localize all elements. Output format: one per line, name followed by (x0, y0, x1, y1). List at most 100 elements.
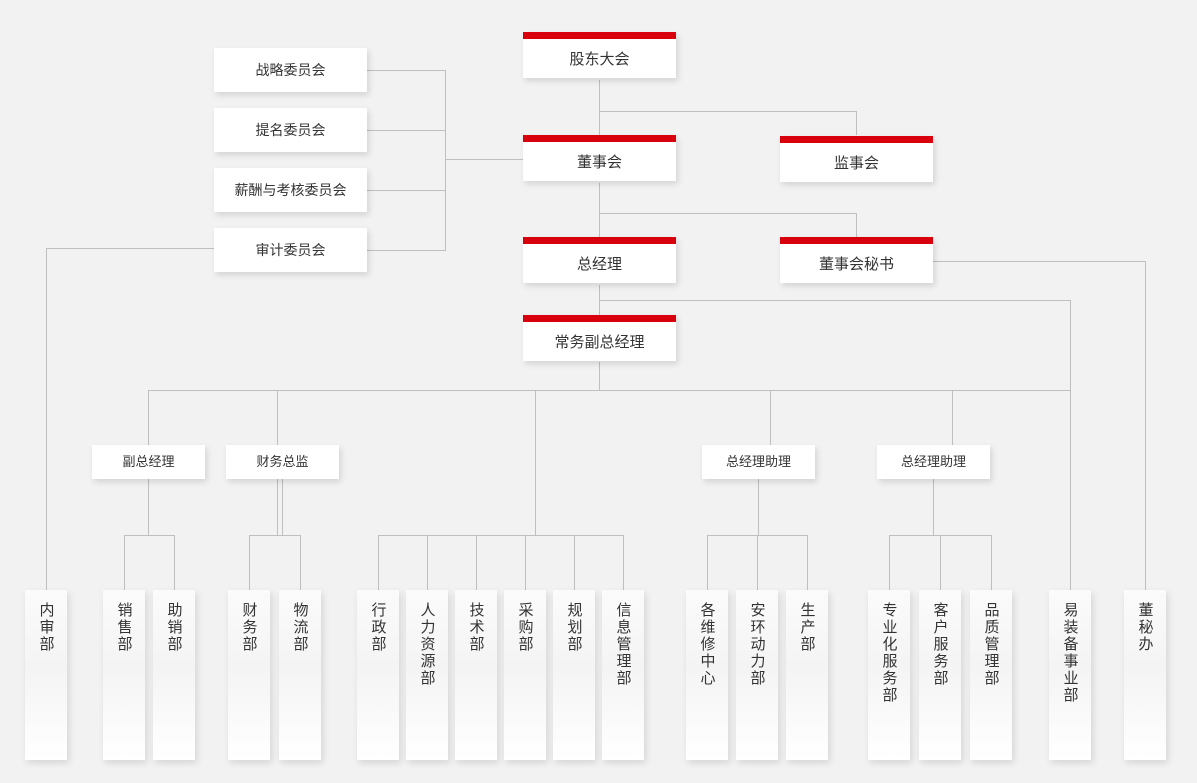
node-dept-administration[interactable]: 行政部 (357, 590, 399, 760)
node-label: 各维修中心 (698, 602, 716, 687)
connector-line (599, 213, 600, 237)
node-label: 财务部 (240, 602, 258, 653)
node-dept-sales-support[interactable]: 助销部 (153, 590, 195, 760)
node-committee-remuneration[interactable]: 薪酬与考核委员会 (214, 168, 367, 212)
node-dept-sales[interactable]: 销售部 (103, 590, 145, 760)
connector-line (46, 248, 47, 590)
node-dept-quality-management[interactable]: 品质管理部 (970, 590, 1012, 760)
node-board-secretary[interactable]: 董事会秘书 (780, 237, 933, 283)
node-executive-deputy-gm[interactable]: 常务副总经理 (523, 315, 676, 361)
node-committee-audit[interactable]: 审计委员会 (214, 228, 367, 272)
node-dept-internal-audit[interactable]: 内审部 (25, 590, 67, 760)
node-deputy-gm[interactable]: 副总经理 (92, 445, 205, 479)
connector-line (46, 248, 214, 249)
connector-line (445, 70, 446, 250)
connector-line (574, 535, 575, 590)
connector-line (249, 535, 300, 536)
node-label: 董秘办 (1136, 602, 1154, 653)
connector-line (148, 479, 149, 535)
node-dept-maintenance-centers[interactable]: 各维修中心 (686, 590, 728, 760)
connector-line (623, 535, 624, 590)
connector-line (367, 190, 446, 191)
connector-line (599, 213, 857, 214)
node-dept-finance[interactable]: 财务部 (228, 590, 270, 760)
node-label: 行政部 (369, 602, 387, 653)
connector-line (599, 183, 600, 214)
connector-line (535, 390, 536, 535)
connector-line (599, 80, 600, 111)
node-committee-strategy[interactable]: 战略委员会 (214, 48, 367, 92)
connector-line (124, 535, 174, 536)
node-label: 战略委员会 (255, 61, 326, 78)
node-label: 副总经理 (122, 454, 175, 470)
node-dept-equipment-division[interactable]: 易装备事业部 (1049, 590, 1091, 760)
node-dept-information-management[interactable]: 信息管理部 (602, 590, 644, 760)
connector-line (148, 390, 1071, 391)
node-label: 品质管理部 (982, 602, 1000, 687)
connector-line (599, 362, 600, 391)
node-label: 股东大会 (569, 50, 630, 68)
connector-line (367, 250, 446, 251)
node-label: 内审部 (37, 602, 55, 653)
connector-line (124, 535, 125, 590)
node-label: 审计委员会 (255, 241, 326, 258)
connector-line (991, 535, 992, 590)
connector-line (933, 261, 1145, 262)
node-board-of-directors[interactable]: 董事会 (523, 135, 676, 181)
node-dept-planning[interactable]: 规划部 (553, 590, 595, 760)
connector-line (174, 535, 175, 590)
node-dept-production[interactable]: 生产部 (786, 590, 828, 760)
node-dept-customer-service[interactable]: 客户服务部 (919, 590, 961, 760)
node-supervisory-board[interactable]: 监事会 (780, 136, 933, 182)
connector-line (378, 535, 624, 536)
node-label: 常务副总经理 (554, 333, 645, 351)
node-label: 总经理助理 (900, 454, 966, 470)
connector-line (599, 111, 600, 135)
node-shareholders-meeting[interactable]: 股东大会 (523, 32, 676, 78)
connector-line (889, 535, 890, 590)
connector-line (282, 479, 283, 535)
node-general-manager[interactable]: 总经理 (523, 237, 676, 283)
connector-line (249, 535, 250, 590)
node-label: 薪酬与考核委员会 (234, 181, 347, 198)
node-label: 安环动力部 (748, 602, 766, 687)
connector-line (476, 535, 477, 590)
connector-line (525, 535, 526, 590)
connector-line (378, 535, 379, 590)
node-dept-human-resources[interactable]: 人力资源部 (406, 590, 448, 760)
node-label: 董事会 (576, 153, 622, 171)
connector-line (770, 390, 771, 445)
connector-line (1070, 300, 1071, 590)
connector-line (427, 535, 428, 590)
node-gm-assistant-1[interactable]: 总经理助理 (702, 445, 815, 479)
node-label: 规划部 (565, 602, 583, 653)
node-label: 提名委员会 (255, 121, 326, 138)
node-cfo[interactable]: 财务总监 (226, 445, 339, 479)
connector-line (940, 535, 941, 590)
connector-line (300, 535, 301, 590)
connector-line (599, 111, 857, 112)
connector-line (933, 479, 934, 535)
node-dept-procurement[interactable]: 采购部 (504, 590, 546, 760)
node-label: 总经理 (576, 255, 622, 273)
node-label: 人力资源部 (418, 602, 436, 687)
connector-line (757, 535, 758, 590)
node-label: 董事会秘书 (818, 255, 894, 273)
node-dept-technology[interactable]: 技术部 (455, 590, 497, 760)
node-dept-specialized-services[interactable]: 专业化服务部 (868, 590, 910, 760)
node-dept-logistics[interactable]: 物流部 (279, 590, 321, 760)
node-label: 技术部 (467, 602, 485, 653)
node-label: 采购部 (516, 602, 534, 653)
node-label: 总经理助理 (725, 454, 791, 470)
connector-line (856, 213, 857, 237)
node-gm-assistant-2[interactable]: 总经理助理 (877, 445, 990, 479)
node-dept-safety-environment-power[interactable]: 安环动力部 (736, 590, 778, 760)
node-label: 易装备事业部 (1061, 602, 1079, 704)
connector-line (599, 300, 1071, 301)
node-committee-nomination[interactable]: 提名委员会 (214, 108, 367, 152)
node-label: 监事会 (833, 154, 879, 172)
node-dept-board-secretary-office[interactable]: 董秘办 (1124, 590, 1166, 760)
connector-line (807, 535, 808, 590)
node-label: 客户服务部 (931, 602, 949, 687)
